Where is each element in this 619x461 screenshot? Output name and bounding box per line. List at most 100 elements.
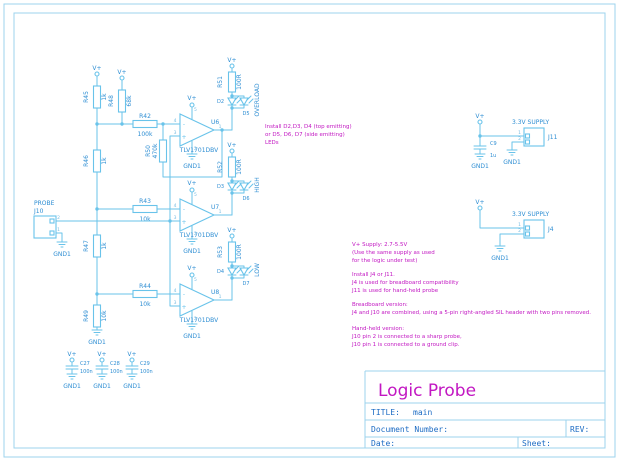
note-handheld: Hand-held version: J10 pin 2 is connecte… bbox=[351, 326, 462, 348]
U8-plus-sign: + bbox=[181, 304, 186, 311]
resistor-R48[interactable]: R48 68k bbox=[108, 89, 133, 113]
net-label-high: HIGH bbox=[254, 177, 261, 192]
gnd-label: GND1 bbox=[491, 255, 509, 262]
sheet-label: Sheet: bbox=[522, 439, 551, 448]
rev-label: REV: bbox=[570, 425, 589, 434]
U7-pin2: 2 bbox=[194, 231, 197, 237]
J4-pin1-number: 1 bbox=[518, 222, 521, 228]
resistor-R42[interactable]: R42 100k bbox=[132, 113, 158, 138]
R52-ref: R52 bbox=[217, 161, 224, 173]
R49-ref: R49 bbox=[83, 310, 90, 322]
U8-pin5: 5 bbox=[194, 277, 197, 283]
led-D3-D6[interactable]: D3 D6 bbox=[217, 180, 254, 216]
power-vplus-r48[interactable]: V+ bbox=[117, 69, 127, 91]
capacitor-C27[interactable]: V+ GND1 C27 100n bbox=[63, 351, 93, 390]
D6-ref: D6 bbox=[242, 196, 249, 202]
R46-value: 1k bbox=[101, 157, 108, 165]
resistor-R51[interactable]: R51 100R bbox=[217, 71, 243, 97]
R53-value: 100R bbox=[236, 244, 243, 260]
R47-ref: R47 bbox=[83, 240, 90, 252]
power-vplus-led1[interactable]: V+ bbox=[227, 57, 237, 73]
R47-value: 1k bbox=[101, 242, 108, 250]
U6-pin4: 4 bbox=[174, 118, 177, 124]
note-install: Install J4 or J11. J4 is used for breadb… bbox=[351, 272, 459, 294]
title-block-logo: Logic Probe bbox=[378, 381, 476, 401]
supply-block-lower: V+ 3.3V SUPPLY 1 2 J4 GND1 bbox=[475, 199, 553, 262]
D5-ref: D5 bbox=[242, 111, 249, 117]
U8-ref: U8 bbox=[211, 289, 219, 296]
resistor-R50[interactable]: R50 470k bbox=[145, 123, 223, 178]
U7-pin5: 5 bbox=[194, 192, 197, 198]
note-line: J11 is used for hand-held probe bbox=[351, 288, 439, 294]
gnd-probe[interactable]: GND1 bbox=[53, 241, 71, 258]
capacitor-C29[interactable]: V+ GND1 C29 100n bbox=[123, 351, 153, 390]
net-label-low: LOW bbox=[254, 263, 261, 277]
J10-pin2-number: 2 bbox=[57, 215, 60, 221]
C27-value: 100n bbox=[80, 369, 93, 375]
note-line: Breadboard version: bbox=[352, 302, 408, 308]
led-D2-D5[interactable]: D2 D5 bbox=[217, 95, 254, 131]
R53-ref: R53 bbox=[217, 246, 224, 258]
R43-ref: R43 bbox=[139, 198, 151, 205]
R48-ref: R48 bbox=[108, 95, 115, 107]
note-line: J10 pin 1 is connected to a ground clip. bbox=[351, 342, 460, 348]
resistor-R46[interactable]: R46 1k bbox=[83, 149, 108, 173]
gnd-label: GND1 bbox=[93, 383, 111, 390]
resistor-R44[interactable]: R44 10k bbox=[132, 283, 158, 308]
vplus-label: V+ bbox=[227, 227, 236, 234]
vplus-label: V+ bbox=[187, 95, 196, 102]
U6-pin2: 2 bbox=[194, 146, 197, 152]
U8-minus-sign: - bbox=[183, 292, 185, 299]
gnd-label: GND1 bbox=[183, 333, 201, 340]
note-leds: Install D2,D3, D4 (top emitting) or D5, … bbox=[265, 124, 352, 146]
led-D4-D7[interactable]: D4 D7 bbox=[217, 265, 254, 301]
connector-J10[interactable]: PROBE J10 2 1 bbox=[33, 200, 63, 243]
capacitor-C9[interactable]: C9 1u GND1 bbox=[471, 141, 496, 170]
R48-value: 68k bbox=[126, 95, 133, 107]
note-line: Hand-held version: bbox=[352, 326, 404, 332]
D3-ref: D3 bbox=[217, 184, 224, 190]
note-line: LEDs bbox=[265, 140, 279, 146]
R51-ref: R51 bbox=[217, 76, 224, 88]
gnd-label: GND1 bbox=[183, 163, 201, 170]
capacitor-C28[interactable]: V+ GND1 C28 100n bbox=[93, 351, 123, 390]
U6-ref: U6 bbox=[211, 119, 219, 126]
vplus-label: V+ bbox=[92, 65, 101, 72]
R49-value: 10k bbox=[101, 310, 108, 322]
D4-ref: D4 bbox=[217, 269, 224, 275]
resistor-R49[interactable]: R49 10k bbox=[83, 304, 108, 328]
R52-value: 100R bbox=[236, 159, 243, 175]
date-label: Date: bbox=[371, 439, 395, 448]
R43-value: 10k bbox=[139, 216, 151, 223]
power-vplus-r45[interactable]: V+ bbox=[92, 65, 102, 87]
U8-pin2: 2 bbox=[194, 316, 197, 322]
resistor-R43[interactable]: R43 10k bbox=[132, 198, 158, 223]
connector-J11[interactable]: 1 2 J11 bbox=[511, 127, 558, 151]
title-label: TITLE: bbox=[371, 408, 400, 417]
resistor-R47[interactable]: R47 1k bbox=[83, 234, 108, 258]
net-label-3v3-upper: 3.3V SUPPLY bbox=[512, 119, 550, 126]
C9-value: 1u bbox=[490, 153, 496, 159]
note-line: J4 is used for breadboard compatibility bbox=[351, 280, 459, 286]
power-vplus-led2[interactable]: V+ bbox=[227, 142, 237, 158]
R42-ref: R42 bbox=[139, 113, 151, 120]
gnd-label: GND1 bbox=[183, 248, 201, 255]
note-line: (Use the same supply as used bbox=[352, 250, 435, 256]
opamp-U6[interactable]: - + V+ GND1 U6 TLV1701DBV 4 3 5 2 1 bbox=[174, 95, 233, 170]
U8-pin1: 1 bbox=[219, 294, 222, 300]
connector-J4[interactable]: 1 2 J4 bbox=[499, 219, 554, 247]
resistor-R53[interactable]: R53 100R bbox=[217, 241, 243, 267]
gnd-label: GND1 bbox=[63, 383, 81, 390]
resistor-R45[interactable]: R45 1k bbox=[83, 85, 108, 109]
U7-value: TLV1701DBV bbox=[179, 232, 219, 239]
U6-pin3: 3 bbox=[174, 130, 177, 136]
R42-value: 100k bbox=[138, 131, 153, 138]
R44-ref: R44 bbox=[139, 283, 151, 290]
opamp-U7[interactable]: - + V+ GND1 U7 TLV1701DBV 4 3 5 2 1 bbox=[174, 180, 233, 255]
note-breadboard: Breadboard version: J4 and J10 are combi… bbox=[351, 302, 591, 316]
gnd-divider[interactable]: GND1 bbox=[88, 326, 106, 346]
opamp-U8[interactable]: - + V+ GND1 U8 TLV1701DBV 4 3 5 2 1 bbox=[174, 265, 233, 340]
note-line: J4 and J10 are combined, using a 5-pin r… bbox=[351, 310, 591, 316]
J11-pin2-number: 2 bbox=[518, 136, 521, 142]
power-vplus-led3[interactable]: V+ bbox=[227, 227, 237, 243]
